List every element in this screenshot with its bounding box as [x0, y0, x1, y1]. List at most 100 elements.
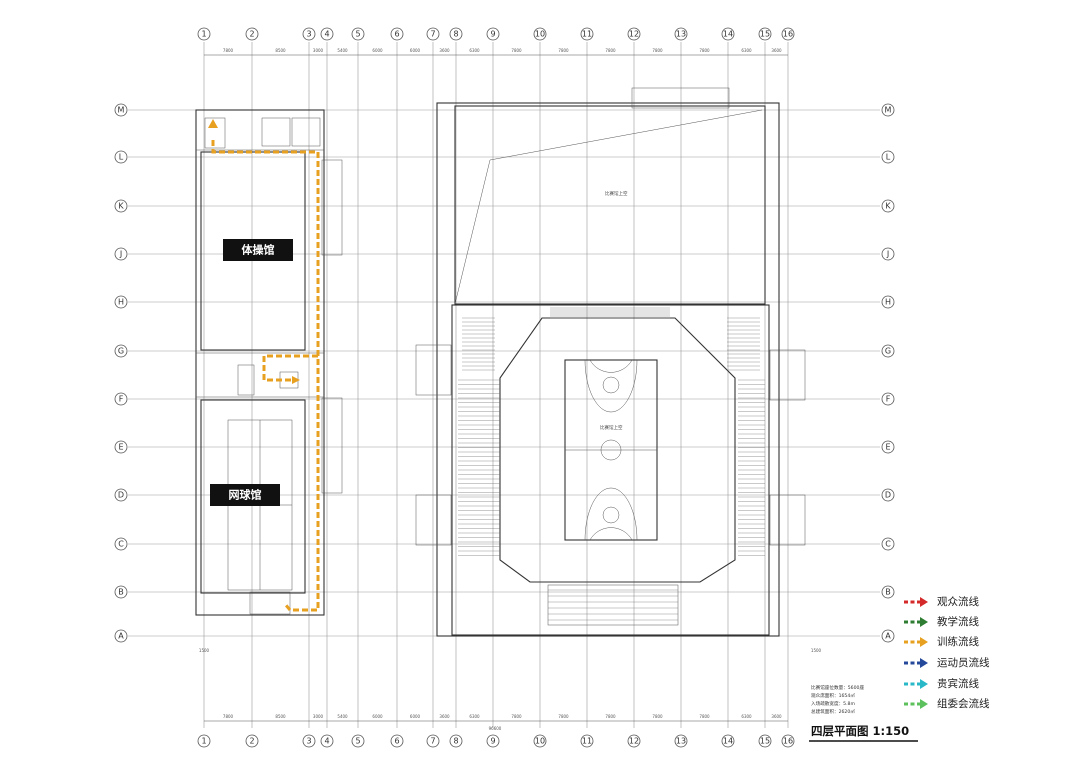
svg-text:16: 16: [783, 737, 793, 746]
row-axis-bubble: L: [881, 150, 895, 164]
dimension-label: 5400: [337, 48, 348, 53]
column-axis-bubble: 4: [320, 27, 334, 41]
dimension-label: 7800: [511, 714, 522, 719]
dimension-label: 6000: [372, 48, 383, 53]
row-axis-bubble: D: [114, 488, 128, 502]
row-axis-bubble: L: [114, 150, 128, 164]
svg-text:J: J: [886, 250, 889, 259]
dimension-label: 7800: [605, 714, 616, 719]
dimension-label: 5400: [337, 714, 348, 719]
dimension-label: 7800: [558, 714, 569, 719]
svg-text:总建筑面积：2620㎡: 总建筑面积：2620㎡: [811, 708, 855, 715]
svg-text:E: E: [118, 443, 123, 452]
svg-text:7: 7: [430, 737, 435, 746]
dimension-label: 6000: [410, 714, 421, 719]
column-axis-bubble: 16: [781, 734, 795, 748]
svg-text:10: 10: [535, 30, 545, 39]
svg-text:B: B: [885, 588, 891, 597]
svg-text:16: 16: [783, 30, 793, 39]
svg-text:观众流线: 观众流线: [937, 595, 979, 608]
legend-item-spectator: 观众流线: [904, 595, 979, 608]
column-axis-bubble: 7: [426, 27, 440, 41]
column-axis-bubble: 16: [781, 27, 795, 41]
svg-text:12: 12: [629, 737, 639, 746]
column-axis-bubble: 4: [320, 734, 334, 748]
row-axis-bubble: H: [881, 295, 895, 309]
column-axis-bubble: 3: [302, 734, 316, 748]
svg-text:9: 9: [490, 30, 495, 39]
row-axis-bubble: G: [114, 344, 128, 358]
upper-void-label: 比赛馆上空: [605, 190, 628, 197]
row-axis-bubble: B: [881, 585, 895, 599]
svg-text:C: C: [885, 540, 891, 549]
legend-item-training: 训练流线: [904, 635, 979, 648]
svg-text:K: K: [118, 202, 124, 211]
column-axis-bubble: 8: [449, 27, 463, 41]
dimension-label: 6000: [372, 714, 383, 719]
dimension-label: 7800: [652, 48, 663, 53]
svg-text:L: L: [119, 153, 124, 162]
svg-text:11: 11: [582, 737, 592, 746]
row-axis-bubble: G: [881, 344, 895, 358]
elevation-right: 1500: [811, 648, 822, 653]
svg-text:H: H: [118, 298, 124, 307]
column-axis-bubble: 12: [627, 734, 641, 748]
svg-text:F: F: [886, 395, 891, 404]
dimension-label: 8500: [275, 714, 286, 719]
svg-text:比赛馆座位数量：5600座: 比赛馆座位数量：5600座: [811, 684, 864, 691]
axis-grid-lines: [128, 42, 880, 728]
legend-item-committee: 组委会流线: [904, 697, 990, 710]
column-axis-bubble: 11: [580, 27, 594, 41]
dimension-label: 6300: [469, 48, 480, 53]
svg-text:L: L: [886, 153, 891, 162]
row-axis-bubble: B: [114, 585, 128, 599]
dimension-label: 6300: [741, 714, 752, 719]
svg-text:8: 8: [453, 30, 458, 39]
column-axis-bubble: 9: [486, 27, 500, 41]
court-void-label: 比赛馆上空: [600, 424, 623, 431]
svg-text:15: 15: [760, 737, 770, 746]
svg-text:A: A: [118, 632, 124, 641]
column-axis-bubble: 14: [721, 734, 735, 748]
svg-text:M: M: [885, 106, 892, 115]
svg-text:组委会流线: 组委会流线: [937, 697, 990, 710]
svg-text:2: 2: [249, 30, 254, 39]
row-axis-bubble: M: [114, 103, 128, 117]
svg-text:K: K: [885, 202, 891, 211]
legend-item-vip: 贵宾流线: [904, 677, 979, 690]
svg-text:12: 12: [629, 30, 639, 39]
column-axis-bubble: 14: [721, 27, 735, 41]
svg-text:3: 3: [306, 737, 311, 746]
axis-grid-bubbles: 1122334455667788991010111112121313141415…: [114, 27, 895, 748]
dimension-label: 7800: [223, 714, 234, 719]
svg-text:15: 15: [760, 30, 770, 39]
column-axis-bubble: 3: [302, 27, 316, 41]
column-axis-bubble: 5: [351, 734, 365, 748]
tennis-hall-label: 网球馆: [229, 488, 262, 502]
svg-text:入场疏散宽度：5.8m: 入场疏散宽度：5.8m: [811, 700, 855, 707]
legend-item-teaching: 教学流线: [904, 615, 979, 628]
elevation-left: 1500: [199, 648, 210, 653]
column-axis-bubble: 1: [197, 734, 211, 748]
svg-text:B: B: [118, 588, 124, 597]
svg-text:J: J: [119, 250, 122, 259]
dimension-label: 3600: [439, 48, 450, 53]
svg-text:13: 13: [676, 737, 686, 746]
svg-text:1: 1: [201, 737, 206, 746]
svg-text:2: 2: [249, 737, 254, 746]
svg-text:C: C: [118, 540, 124, 549]
svg-text:训练流线: 训练流线: [937, 635, 979, 648]
dimension-label: 7800: [699, 714, 710, 719]
svg-text:10: 10: [535, 737, 545, 746]
gymnastics-hall-label: 体操馆: [242, 243, 275, 257]
row-axis-bubble: C: [114, 537, 128, 551]
svg-text:7: 7: [430, 30, 435, 39]
svg-text:G: G: [118, 347, 124, 356]
dimension-label: 8500: [275, 48, 286, 53]
overall-dimension: 96600: [489, 726, 502, 731]
svg-text:A: A: [885, 632, 891, 641]
svg-text:5: 5: [355, 30, 360, 39]
dimension-label: 3000: [313, 48, 324, 53]
svg-text:13: 13: [676, 30, 686, 39]
